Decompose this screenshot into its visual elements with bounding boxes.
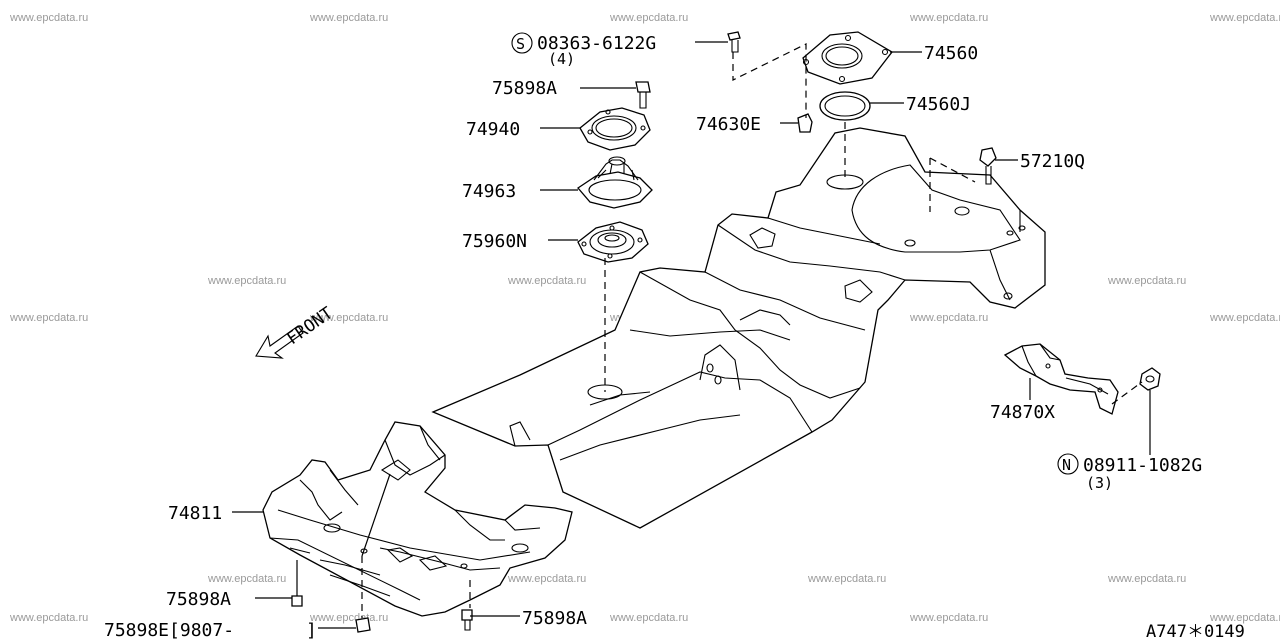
watermark: www.epcdata.ru (1107, 275, 1186, 287)
part-nut-n (1139, 367, 1161, 391)
watermark: www.epcdata.ru (909, 12, 988, 24)
label-74870x: 74870X (990, 402, 1055, 423)
under-cover (262, 421, 573, 617)
part-74963-boot (577, 156, 653, 209)
s-circle-icon (511, 32, 533, 54)
label-75898e-bracket: ] (306, 620, 317, 640)
bolt-s-prefix: S (516, 35, 525, 53)
callouts: S 08363-6122G (4) 74560 74560J 75898A 74… (104, 32, 1245, 640)
part-74630e-clip (797, 113, 813, 133)
bolt-s-part-number: 08363-6122G (537, 33, 656, 54)
watermark: www.epcdata.ru (9, 312, 88, 324)
nut-n-part-number: 08911-1082G (1083, 455, 1202, 476)
nut-n-prefix: N (1062, 456, 1071, 474)
front-arrow: FRONT (255, 303, 337, 359)
watermark: www.epcdata.ru (309, 312, 388, 324)
leader-lines (232, 41, 1151, 629)
n-circle-icon (1057, 453, 1079, 475)
label-74630e: 74630E (696, 114, 761, 135)
part-bolt-s (727, 31, 741, 53)
label-75898e: 75898E[9807- (104, 620, 234, 640)
watermark: www.epcdata.ru (507, 275, 586, 287)
label-74940: 74940 (466, 119, 520, 140)
nut-n-qty: (3) (1086, 474, 1113, 492)
watermark: www.epcdata.ru (9, 12, 88, 24)
watermark: www.epcdata.ru (9, 612, 88, 624)
watermark: www.epcdata.ru (909, 612, 988, 624)
label-75898a-bottom: 75898A (522, 608, 587, 629)
diagram-code: A747＊0149 (1146, 622, 1245, 640)
part-57210q-clip (979, 147, 997, 185)
watermark: www.epcdata.ru (1209, 612, 1280, 624)
label-75960n: 75960N (462, 231, 527, 252)
watermark: www.epcdata.ru (309, 12, 388, 24)
label-57210q: 57210Q (1020, 151, 1085, 172)
label-74963: 74963 (462, 181, 516, 202)
part-74870x-bracket (1003, 343, 1119, 415)
part-74560-plate (802, 31, 893, 85)
watermark: www.epcdata.ru (1107, 573, 1186, 585)
watermark: www.epcdata.ru (609, 612, 688, 624)
label-75898a-left: 75898A (166, 589, 231, 610)
label-74560: 74560 (924, 43, 978, 64)
part-75898a-top-bolt (635, 81, 651, 109)
front-label: FRONT (283, 303, 336, 349)
bolt-s-qty: (4) (548, 50, 575, 68)
watermark: www.epcdata.ru (309, 612, 388, 624)
watermark: www.epcdata.ru (1209, 12, 1280, 24)
floor-panel (431, 127, 1046, 529)
label-75898a-top: 75898A (492, 78, 557, 99)
part-75960n-seal (577, 221, 649, 263)
watermark: www.epcdata.ru (807, 573, 886, 585)
part-bottom-bolts (291, 595, 473, 633)
watermark: www.epcdata.ru (507, 573, 586, 585)
part-74940-plate (579, 107, 651, 151)
watermark: www.epcdata.ru (609, 12, 688, 24)
label-74811: 74811 (168, 503, 222, 524)
part-74560j-ring (819, 91, 871, 121)
watermark: www.epcdata.ru (207, 275, 286, 287)
watermark: www.epcdata.ru (1209, 312, 1280, 324)
watermark: www.epcdata.ru (207, 573, 286, 585)
label-74560j: 74560J (906, 94, 971, 115)
watermark: www.epcdata.ru (909, 312, 988, 324)
